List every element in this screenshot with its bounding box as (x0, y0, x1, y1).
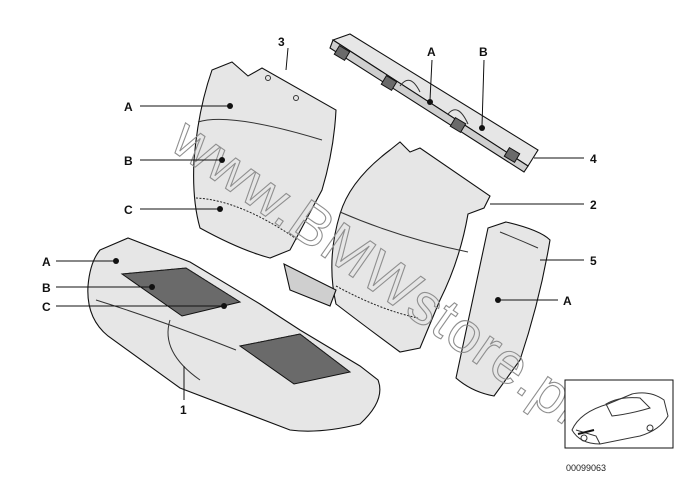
callout-2: 2 (590, 198, 597, 212)
callout-top-b: B (479, 45, 488, 59)
callout-labels: 3 A B C A B 4 2 5 A A B C 1 (42, 35, 597, 417)
part-3-left-backrest[interactable] (193, 61, 337, 259)
car-thumbnail-icon (571, 392, 669, 445)
callout-back-a: A (124, 100, 133, 114)
callout-3: 3 (278, 35, 285, 49)
callout-cushion-b: B (42, 281, 51, 295)
callout-1: 1 (180, 403, 187, 417)
part-2-right-backrest[interactable] (283, 141, 491, 353)
callout-5: 5 (590, 254, 597, 268)
car-thumbnail: 00099063 (564, 379, 674, 473)
part-4-trim-strip[interactable] (329, 33, 539, 173)
callout-back-c: C (124, 203, 133, 217)
part-5-side-bolster[interactable] (455, 221, 551, 397)
callout-back-b: B (124, 154, 133, 168)
callout-cushion-a: A (42, 255, 51, 269)
callout-top-a: A (427, 45, 436, 59)
part-1-seat-cushion[interactable] (87, 237, 381, 432)
part-number: 00099063 (566, 463, 606, 473)
callout-side-a: A (563, 294, 572, 308)
leader-lines (56, 47, 584, 400)
callout-4: 4 (590, 152, 597, 166)
callout-cushion-c: C (42, 300, 51, 314)
